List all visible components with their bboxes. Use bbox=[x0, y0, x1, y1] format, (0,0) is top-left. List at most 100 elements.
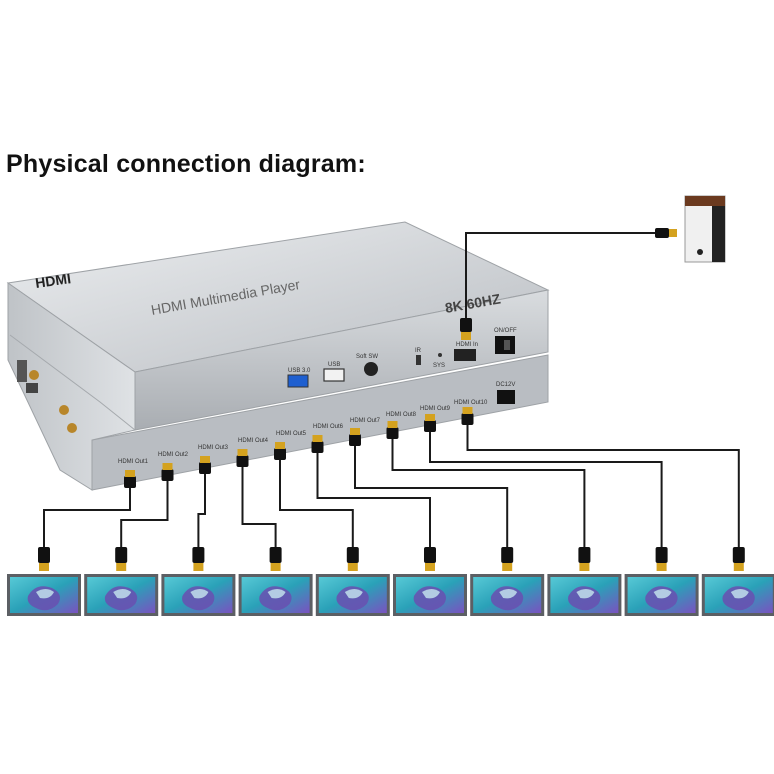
hdmi-logo: HDMI bbox=[34, 270, 72, 291]
hdmi-plug bbox=[732, 547, 745, 563]
hdmi-in-label: HDMI In bbox=[456, 342, 478, 348]
hdmi-plug-tip bbox=[669, 229, 677, 237]
output-cable-5 bbox=[274, 442, 359, 571]
monitor-icon bbox=[7, 574, 81, 616]
soft-sw-label: Soft SW bbox=[356, 354, 378, 360]
hdmi-plug-tip bbox=[347, 563, 358, 571]
antenna-connector bbox=[67, 423, 77, 433]
hdmi-plug bbox=[274, 448, 286, 460]
output-label-1: HDMI Out1 bbox=[118, 459, 149, 465]
hdmi-plug bbox=[236, 455, 249, 467]
output-cable-4 bbox=[236, 449, 282, 571]
hdmi-plug bbox=[655, 228, 669, 238]
monitor-icon bbox=[547, 574, 622, 616]
monitor-icon bbox=[701, 574, 774, 616]
hdmi-plug bbox=[199, 462, 211, 474]
power-switch-rocker bbox=[504, 340, 510, 350]
output-cable-9 bbox=[424, 414, 668, 571]
output-cable-1 bbox=[38, 470, 136, 571]
hdmi-plug-tip bbox=[462, 407, 473, 414]
hdmi-plug-tip bbox=[502, 563, 513, 571]
pc-port bbox=[697, 249, 703, 255]
screen-highlight bbox=[113, 589, 132, 599]
output-label-10: HDMI Out10 bbox=[454, 400, 488, 406]
monitor-icon bbox=[238, 574, 313, 616]
hdmi-plug-tip bbox=[270, 563, 281, 571]
output-cable-10 bbox=[461, 407, 745, 571]
hdmi-plug bbox=[124, 476, 136, 488]
hdmi-plug bbox=[269, 547, 282, 563]
ir-label: IR bbox=[415, 348, 422, 354]
hdmi-plug-tip bbox=[425, 563, 435, 571]
output-cable-6 bbox=[311, 435, 436, 571]
hdmi-plug bbox=[578, 547, 591, 563]
screen-highlight bbox=[499, 589, 518, 599]
hdmi-plug bbox=[461, 413, 474, 425]
hdmi-plug-tip bbox=[275, 442, 285, 449]
hdmi-plug-tip bbox=[387, 421, 398, 428]
sys-label: SYS bbox=[433, 363, 445, 369]
monitor-icon bbox=[161, 574, 236, 616]
monitor-icon bbox=[393, 574, 467, 616]
output-cable-2 bbox=[115, 463, 174, 571]
output-label-5: HDMI Out5 bbox=[276, 431, 307, 437]
antenna-connector bbox=[59, 405, 69, 415]
hdmi-plug bbox=[386, 427, 399, 439]
screen-highlight bbox=[267, 589, 286, 599]
output-label-2: HDMI Out2 bbox=[158, 452, 189, 458]
cable-line bbox=[391, 437, 586, 548]
usb3-label: USB 3.0 bbox=[288, 368, 311, 374]
usb-port bbox=[323, 368, 345, 382]
cable-line bbox=[43, 486, 131, 548]
sys-led bbox=[438, 353, 442, 357]
hdmi-plug-tip bbox=[579, 563, 590, 571]
output-label-4: HDMI Out4 bbox=[238, 438, 269, 444]
output-label-3: HDMI Out3 bbox=[198, 445, 229, 451]
screen-highlight bbox=[730, 589, 749, 599]
input-cable bbox=[460, 228, 677, 340]
hdmi-plug-tip bbox=[116, 563, 127, 571]
hdmi-plug bbox=[424, 547, 436, 563]
monitor-icon bbox=[624, 574, 699, 616]
dc-label: DC12V bbox=[496, 382, 515, 388]
hdmi-plug bbox=[311, 441, 324, 453]
ir-port bbox=[416, 355, 421, 365]
cable-line bbox=[466, 423, 740, 548]
cable-line bbox=[429, 430, 663, 548]
screen-highlight bbox=[422, 589, 440, 599]
pc-top bbox=[685, 196, 725, 206]
hdmi-plug-tip bbox=[350, 428, 360, 435]
antenna-connector bbox=[29, 370, 39, 380]
hdmi-plug-tip bbox=[162, 463, 173, 470]
output-cable-8 bbox=[386, 421, 591, 571]
hdmi-plug-tip bbox=[39, 563, 49, 571]
source-pc bbox=[684, 195, 726, 263]
hdmi-in-port bbox=[454, 349, 476, 361]
diagram-title: Physical connection diagram: bbox=[6, 150, 366, 178]
hdmi-plug bbox=[115, 547, 128, 563]
screen-highlight bbox=[653, 589, 672, 599]
hdmi-plug-tip bbox=[461, 332, 471, 340]
cable-line bbox=[279, 458, 354, 548]
output-label-9: HDMI Out9 bbox=[420, 406, 451, 412]
hdmi-plug-tip bbox=[237, 449, 248, 456]
output-cable-3 bbox=[192, 456, 211, 571]
output-cable-7 bbox=[349, 428, 514, 571]
hdmi-plug bbox=[38, 547, 50, 563]
pc-front bbox=[712, 206, 725, 262]
power-label: ON/OFF bbox=[494, 328, 517, 334]
output-label-8: HDMI Out8 bbox=[386, 412, 417, 418]
hdmi-plug bbox=[346, 547, 359, 563]
hdmi-plug-tip bbox=[125, 470, 135, 477]
side-port bbox=[17, 360, 27, 382]
cable-line bbox=[241, 465, 277, 548]
soft-switch-button bbox=[364, 362, 378, 376]
hdmi-plug bbox=[161, 469, 174, 481]
cable-line bbox=[354, 444, 509, 548]
output-label-7: HDMI Out7 bbox=[350, 418, 381, 424]
monitor-icon bbox=[470, 574, 545, 616]
cable-line bbox=[316, 451, 431, 548]
cable-line bbox=[197, 472, 206, 548]
dc-jack bbox=[497, 390, 515, 404]
